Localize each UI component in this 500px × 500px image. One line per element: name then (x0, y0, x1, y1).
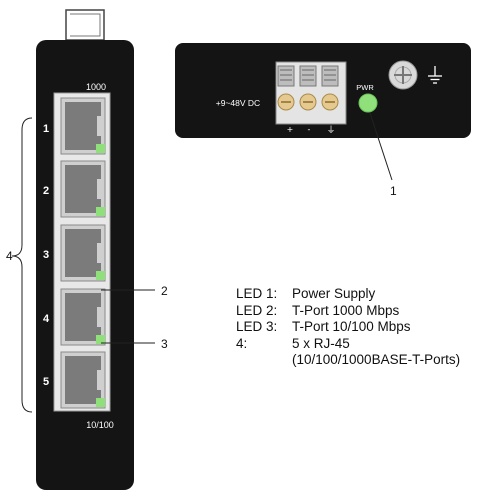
port-led-1000 (96, 335, 105, 344)
ground-symbol-icon (428, 66, 442, 84)
legend: LED 1: Power Supply LED 2: T-Port 1000 M… (236, 286, 460, 369)
legend-value: (10/100/1000BASE-T-Ports) (292, 352, 461, 367)
din-clip (65, 9, 105, 41)
voltage-label: +9~48V DC (216, 98, 260, 108)
legend-key (236, 352, 292, 369)
terminal-screw (277, 65, 295, 111)
rj45-port (60, 224, 106, 282)
port-led-1000 (96, 271, 105, 280)
callout-4: 4 (6, 249, 13, 263)
legend-value: 5 x RJ-45 (292, 335, 350, 351)
legend-key: LED 2: (236, 302, 278, 318)
ports-brace (11, 117, 33, 413)
terminal-block (275, 61, 347, 125)
port-led-1000 (96, 144, 105, 153)
port-number-5: 5 (43, 376, 49, 388)
legend-key: 4: (236, 335, 248, 351)
legend-row: LED 3: T-Port 10/100 Mbps (236, 319, 460, 336)
callout-1: 1 (390, 184, 397, 198)
port-led-1000 (96, 207, 105, 216)
pwr-label: PWR (356, 83, 374, 92)
callout-2: 2 (161, 284, 168, 298)
terminal-screw (299, 65, 317, 111)
terminal-mark-minus: - (308, 125, 311, 134)
legend-key: LED 3: (236, 319, 278, 334)
label-1000: 1000 (86, 82, 106, 92)
ground-screw-icon (388, 60, 418, 90)
terminal-mark-plus: + (287, 125, 294, 134)
callout-3: 3 (161, 337, 168, 351)
label-10-100: 10/100 (86, 420, 114, 430)
legend-row: LED 2: T-Port 1000 Mbps (236, 303, 460, 320)
legend-row: (10/100/1000BASE-T-Ports) (236, 352, 460, 369)
terminal-screw (321, 65, 339, 111)
legend-key: LED 1: (236, 286, 278, 301)
legend-row: 4: 5 x RJ-45 (236, 336, 460, 353)
legend-value: T-Port 1000 Mbps (292, 302, 400, 318)
legend-row: LED 1: Power Supply (236, 286, 460, 303)
port-led-1000 (96, 398, 105, 407)
port-number-3: 3 (43, 249, 49, 261)
legend-value: Power Supply (292, 286, 376, 301)
legend-value: T-Port 10/100 Mbps (292, 319, 411, 334)
port-number-2: 2 (43, 185, 49, 197)
terminal-mark-ground: ⏚ (326, 125, 335, 136)
pwr-led (358, 93, 378, 113)
callout-line-1 (369, 112, 393, 181)
port-number-1: 1 (43, 123, 49, 135)
port-number-4: 4 (43, 313, 50, 325)
